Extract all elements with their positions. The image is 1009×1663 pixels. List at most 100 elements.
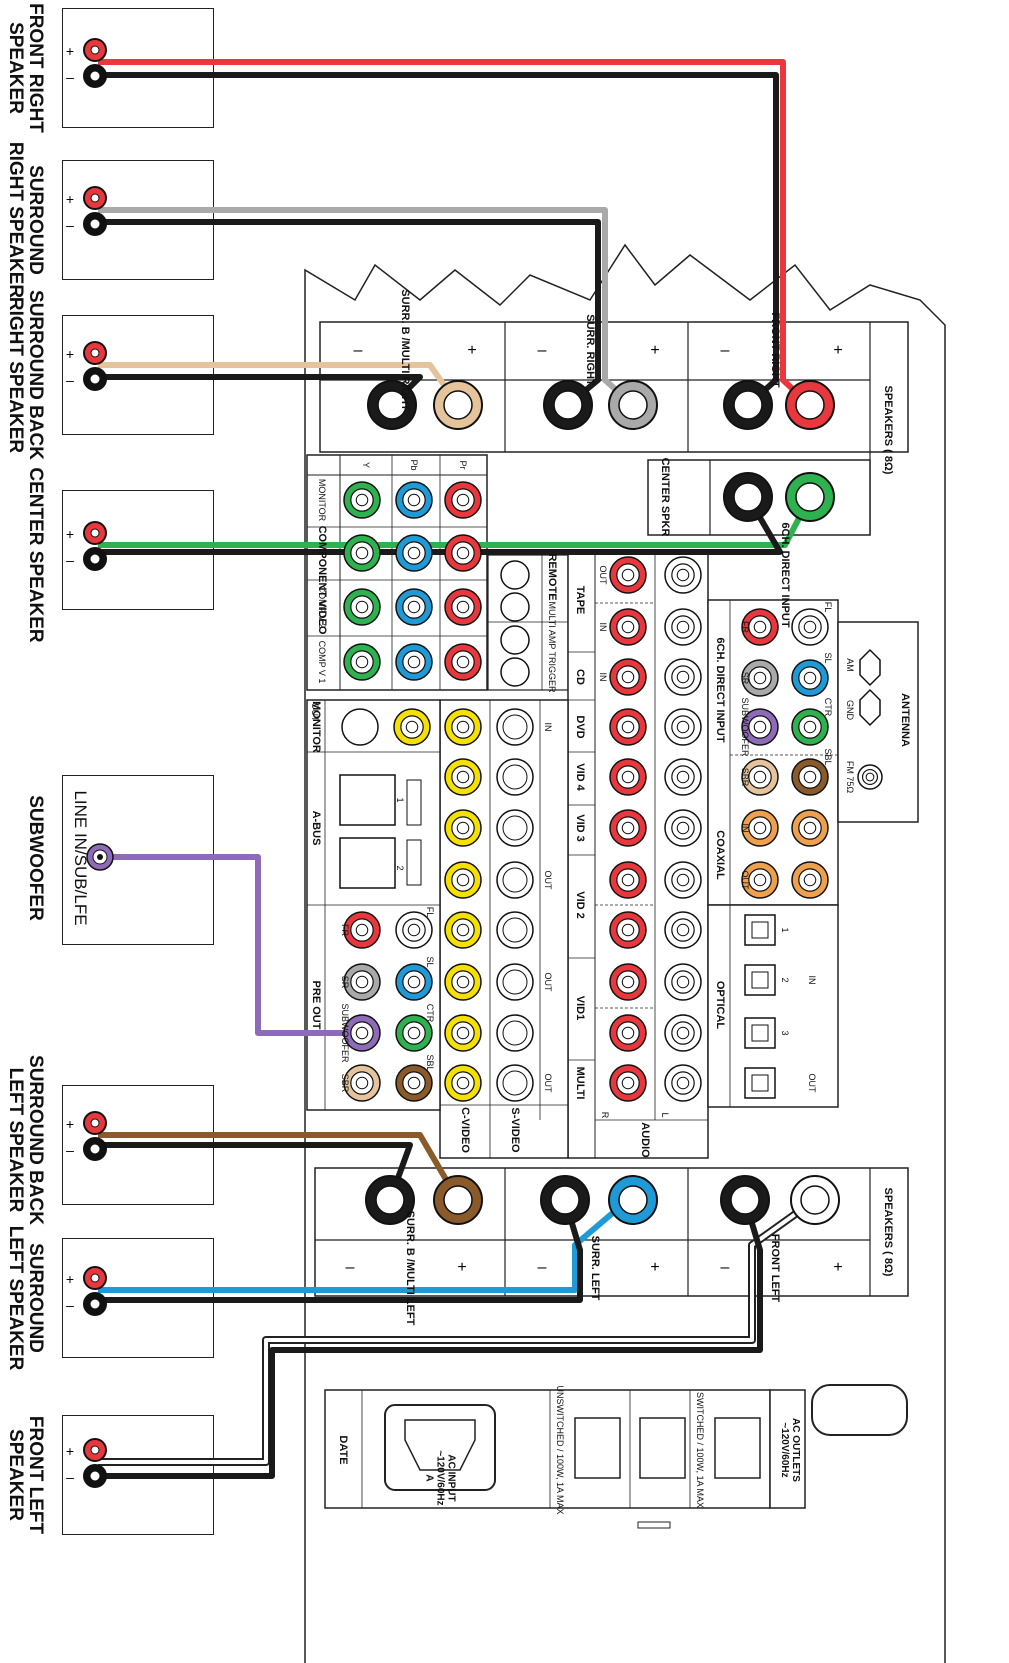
- 6ch-sbl-label: SBL: [823, 748, 833, 765]
- pre-out-sbr-label: SBR: [340, 1074, 350, 1093]
- 6ch-fl-label-line: FL: [823, 601, 833, 613]
- post-front-left-neg: [720, 1175, 770, 1225]
- coaxial-label: COAXIAL: [714, 830, 726, 880]
- c-video-label-line: C-VIDEO: [459, 1107, 471, 1153]
- component-pr-jack: [444, 588, 482, 626]
- pre-out-sr-jack: [343, 963, 381, 1001]
- multi-label-line: MULTI: [574, 1066, 586, 1100]
- speaker-terminal-pair: +–: [66, 186, 107, 236]
- surround-back-right-label-line: SURROUND BACK: [25, 290, 46, 460]
- receiver-plus-mark: +: [467, 342, 476, 359]
- surr-b-left-terminal-label: SURR. B /MULTI LEFT: [404, 1211, 416, 1326]
- pre-out-sbr-label-line: SBR: [340, 1073, 350, 1093]
- minus-mark: –: [66, 1142, 74, 1158]
- cd-label: CD: [574, 669, 586, 685]
- pre-out-fr-label: FR: [340, 924, 350, 936]
- 6ch-sl-jack: [791, 659, 829, 697]
- 6ch-subwoofer-jack: [741, 708, 779, 746]
- antenna-label: ANTENNA: [899, 693, 911, 747]
- optical-2-label-line: 2: [780, 977, 790, 983]
- composite-video-jack: [444, 708, 482, 746]
- vid2-out-label-line: OUT: [543, 870, 553, 890]
- monitor-s-video-jack: [341, 708, 379, 746]
- ac-outlets-label: AC OUTLETS~120V/60Hz: [779, 1418, 801, 1482]
- plus-mark: +: [66, 1116, 74, 1132]
- post-surr-right-neg: [543, 380, 593, 430]
- tape-label: TAPE: [574, 586, 586, 615]
- pr-label: Pr: [458, 461, 468, 470]
- surround-back-left-label-line: LEFT SPEAKER: [5, 1067, 26, 1213]
- wire-front-left-pos: [98, 1198, 817, 1464]
- composite-video-jack: [444, 809, 482, 847]
- minus-mark: –: [66, 552, 74, 568]
- audio-r-label-line: R: [600, 1111, 610, 1119]
- 6ch-sl-label: SL: [823, 652, 833, 663]
- pre-out-sbl-label: SBL: [425, 1054, 435, 1071]
- post-surr-left-pos: [608, 1175, 658, 1225]
- subwoofer-line-in-jack: [86, 843, 114, 871]
- monitor-video-jack: [393, 708, 431, 746]
- multi-label: MULTI: [574, 1067, 586, 1100]
- audio-l-jack: [664, 911, 702, 949]
- receiver-plus-mark: +: [650, 1259, 659, 1276]
- 6ch-fr-label-line: FR: [740, 621, 750, 633]
- center-spkr-label-line: CENTER SPKR: [659, 457, 671, 537]
- pre-out-sl-jack: [395, 963, 433, 1001]
- surround-right-label-line: SURROUND: [25, 165, 46, 275]
- subwoofer-input-label-line: LINE IN/SUB/LFE: [71, 790, 90, 926]
- speakers-header-right-line: SPEAKERS ( 8Ω): [882, 385, 894, 475]
- 6ch-sbr-label-line: SBR: [740, 767, 750, 787]
- surr-left-terminal-label-line: SURR. LEFT: [589, 1235, 601, 1301]
- coaxial-in-1-jack: [791, 861, 829, 899]
- 6ch-sbl-label-line: SBL: [823, 748, 833, 766]
- audio-r-jack: [609, 1014, 647, 1052]
- 6ch-sbl-jack: [791, 758, 829, 796]
- surr-right-terminal-label-line: SURR. RIGHT: [584, 314, 596, 386]
- c-video-label: C-VIDEO: [459, 1107, 471, 1153]
- 6ch-fr-label: FR: [740, 621, 750, 633]
- receiver-plus-mark: +: [457, 1259, 466, 1276]
- vid4-label-line: VID 4: [574, 763, 586, 791]
- minus-mark: –: [66, 372, 74, 388]
- coaxial-in-3-jack: [741, 809, 779, 847]
- subwoofer-label: SUBWOOFER: [25, 795, 46, 921]
- y-label-line: Y: [361, 461, 371, 469]
- audio-l-jack: [664, 758, 702, 796]
- surr-left-terminal-label: SURR. LEFT: [589, 1236, 601, 1301]
- dvd-label: DVD: [574, 715, 586, 738]
- vid2-label-line: VID 2: [574, 891, 586, 919]
- pre-out-sl-label: SL: [425, 956, 435, 967]
- 6ch-direct-input-label: 6CH. DIRECT INPUT: [714, 637, 726, 742]
- trigger-jack: [500, 625, 530, 655]
- y-label: Y: [361, 462, 371, 468]
- pre-out-fl-label: FL: [425, 907, 435, 918]
- tape-out-label: OUT: [598, 566, 608, 585]
- front-right-label-line: SPEAKER: [5, 22, 26, 114]
- optical-label-line: OPTICAL: [714, 980, 726, 1030]
- plus-mark: +: [66, 43, 74, 59]
- trigger-jack: [500, 657, 530, 687]
- vid3-label-line: VID 3: [574, 814, 586, 842]
- audio-l-jack: [664, 1064, 702, 1102]
- s-video-jack: [496, 911, 534, 949]
- post-surr-b-right-pos: [433, 380, 483, 430]
- composite-video-jack: [444, 911, 482, 949]
- am-label-line: AM: [845, 658, 855, 672]
- a-bus-port-2: [339, 837, 396, 889]
- trigger-jack: [500, 592, 530, 622]
- subwoofer-input-label: LINE IN/SUB/LFE: [70, 790, 90, 925]
- audio-l-label: L: [660, 1112, 670, 1117]
- component-monitor-label-line: MONITOR: [317, 478, 327, 522]
- pre-out-fl-label-line: FL: [425, 906, 435, 918]
- pre-out-ctr-label-line: CTR: [425, 1003, 435, 1023]
- optical-1-label: 1: [780, 927, 790, 932]
- plus-mark: +: [66, 346, 74, 362]
- component-pb-jack: [395, 643, 433, 681]
- audio-r-jack: [609, 758, 647, 796]
- minus-mark: –: [66, 69, 74, 85]
- audio-l-jack: [664, 608, 702, 646]
- vid3-label: VID 3: [574, 814, 586, 842]
